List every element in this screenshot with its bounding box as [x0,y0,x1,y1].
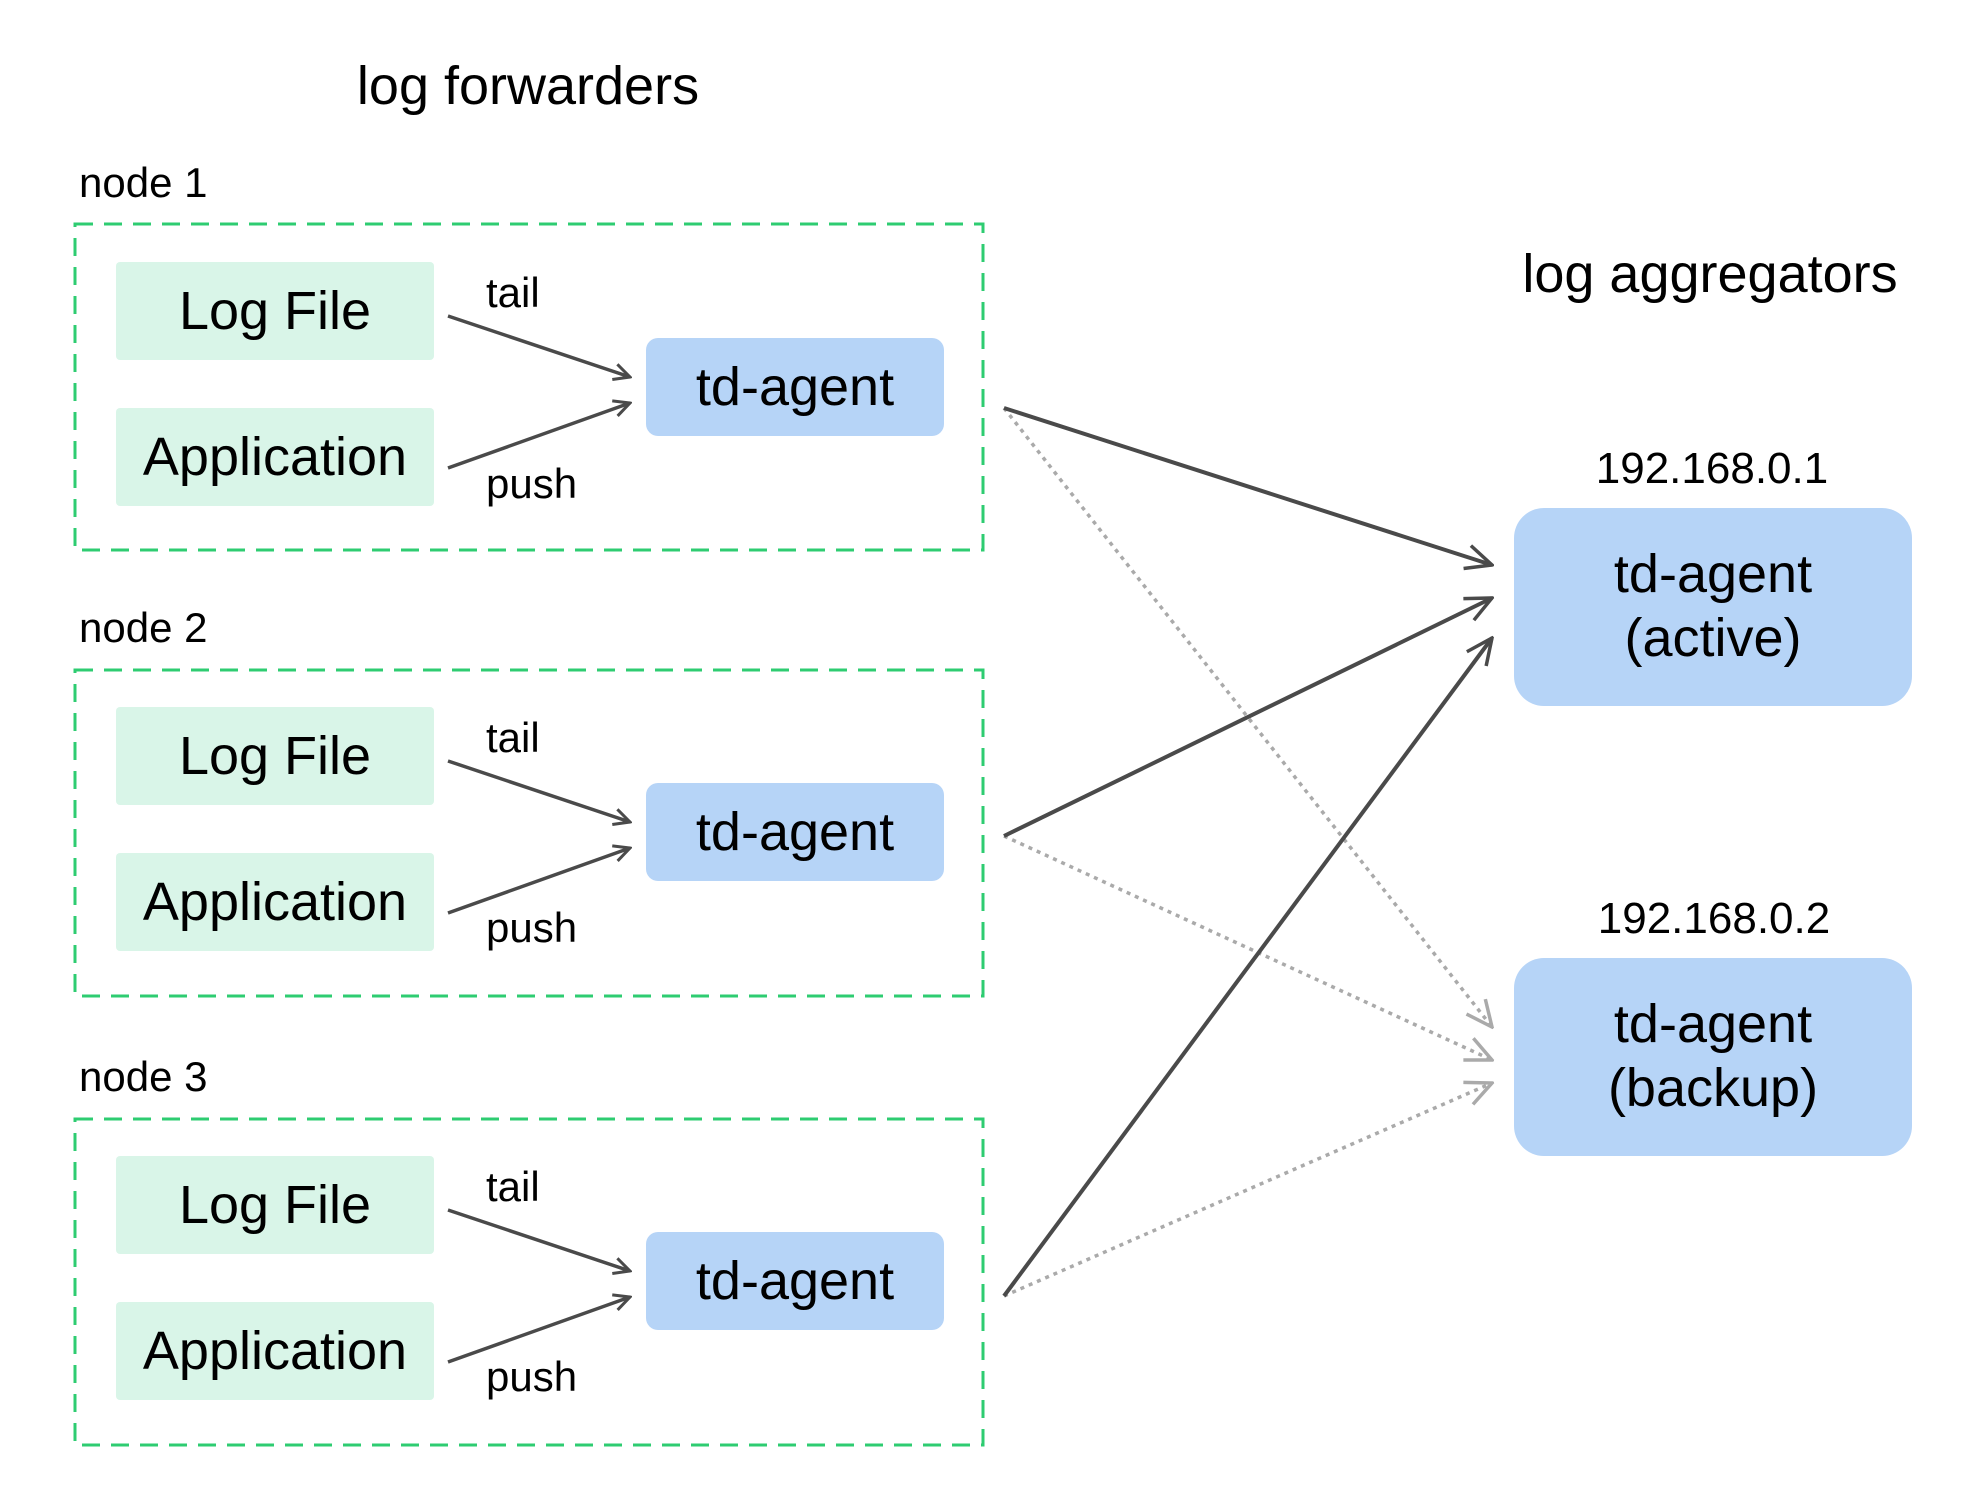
node-label: node 1 [79,159,207,206]
log-file-box [116,707,434,805]
node-label: node 3 [79,1053,207,1100]
log-file-box [116,1156,434,1254]
aggregators-heading: log aggregators [1522,244,1897,304]
td-agent-box [646,1232,944,1330]
push-label: push [486,460,577,507]
application-box [116,853,434,951]
node-container [73,1117,985,1447]
active-connection-node-1 [1003,406,1492,565]
aggregator-box [1514,958,1912,1156]
node-2-group: node 2 Log File Application td-agent tai… [73,604,985,998]
aggregator-name: td-agent [1614,994,1812,1054]
aggregator-role: (active) [1624,608,1801,668]
tail-label: tail [486,269,540,316]
node-label: node 2 [79,604,207,651]
push-arrow [447,1297,630,1364]
log-file-label: Log File [179,1175,371,1235]
push-label: push [486,1353,577,1400]
td-agent-label: td-agent [696,357,894,417]
tail-arrow [447,314,630,377]
tail-arrow [447,1208,630,1271]
application-box [116,408,434,506]
aggregator-backup-group: 192.168.0.2 td-agent (backup) [1514,894,1912,1156]
backup-connection-node-3 [1003,1083,1492,1298]
aggregator-name: td-agent [1614,544,1812,604]
application-label: Application [143,872,407,932]
tail-label: tail [486,714,540,761]
aggregator-active-group: 192.168.0.1 td-agent (active) [1514,444,1912,706]
ip-label: 192.168.0.1 [1596,444,1828,493]
application-label: Application [143,1321,407,1381]
backup-connection-node-2 [1003,834,1492,1060]
log-file-label: Log File [179,281,371,341]
td-agent-box [646,783,944,881]
td-agent-label: td-agent [696,1251,894,1311]
node-container [73,668,985,998]
aggregator-box [1514,508,1912,706]
td-agent-label: td-agent [696,802,894,862]
push-arrow [447,403,630,470]
tail-arrow [447,759,630,822]
aggregator-role: (backup) [1608,1058,1818,1118]
ip-label: 192.168.0.2 [1598,894,1830,943]
log-file-label: Log File [179,726,371,786]
node-1-group: node 1 Log File Application td-agent tai… [73,159,985,552]
push-label: push [486,904,577,951]
forwarders-heading: log forwarders [357,56,699,116]
td-agent-box [646,338,944,436]
application-label: Application [143,427,407,487]
tail-label: tail [486,1163,540,1210]
active-connection-node-2 [1003,598,1492,838]
application-box [116,1302,434,1400]
active-connection-node-3 [1002,638,1492,1298]
log-file-box [116,262,434,360]
push-arrow [447,848,630,915]
node-3-group: node 3 Log File Application td-agent tai… [73,1053,985,1447]
node-container [73,222,985,552]
